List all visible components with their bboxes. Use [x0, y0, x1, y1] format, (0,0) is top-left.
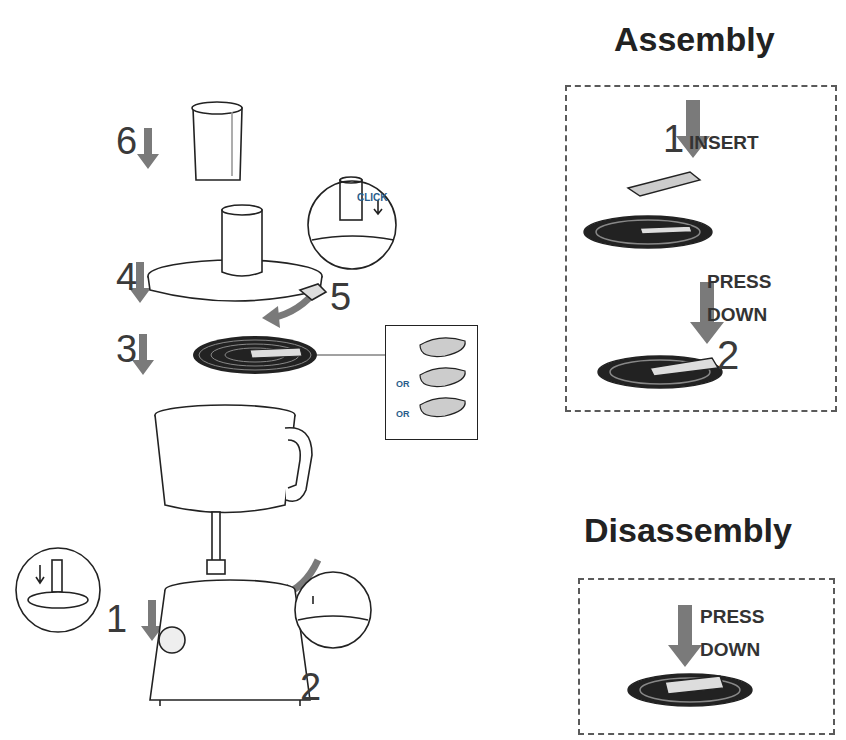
option-word: OR: [396, 410, 410, 420]
bowl: [155, 405, 312, 513]
step-instruction: PRESS DOWN: [700, 600, 792, 667]
option-word: OR: [396, 380, 410, 390]
click-note: CLICK: [357, 192, 388, 203]
step-instruction: INSERT: [689, 133, 759, 154]
callout-number: 3: [116, 330, 137, 368]
callout-number: 2: [300, 668, 321, 706]
assembly-panel: Assembly1INSERTPRESS DOWN2: [565, 85, 837, 412]
step-instruction: PRESS DOWN: [707, 265, 799, 332]
step-number: 2: [717, 333, 739, 377]
disassembly-panel: DisassemblyPRESS DOWN: [578, 578, 835, 735]
spindle: [207, 512, 225, 574]
blade-options: [420, 338, 465, 417]
callout-number: 6: [116, 122, 137, 160]
callout-number: 4: [116, 258, 137, 296]
blade-option-box: OR OR: [385, 325, 478, 440]
callout-number: 5: [330, 278, 351, 316]
callout-number: 1: [106, 600, 127, 638]
click-detail-circle: CLICK: [307, 180, 397, 270]
panel-title: Disassembly: [584, 512, 792, 549]
motor-base: [150, 580, 310, 706]
step-number: 1: [663, 119, 684, 161]
detail-circles: [16, 177, 394, 648]
down-arrows: [129, 100, 724, 667]
slicing-disc: [193, 336, 385, 374]
lid: [148, 205, 326, 301]
panel-title: Assembly: [614, 21, 775, 58]
food-pusher: [192, 102, 242, 180]
